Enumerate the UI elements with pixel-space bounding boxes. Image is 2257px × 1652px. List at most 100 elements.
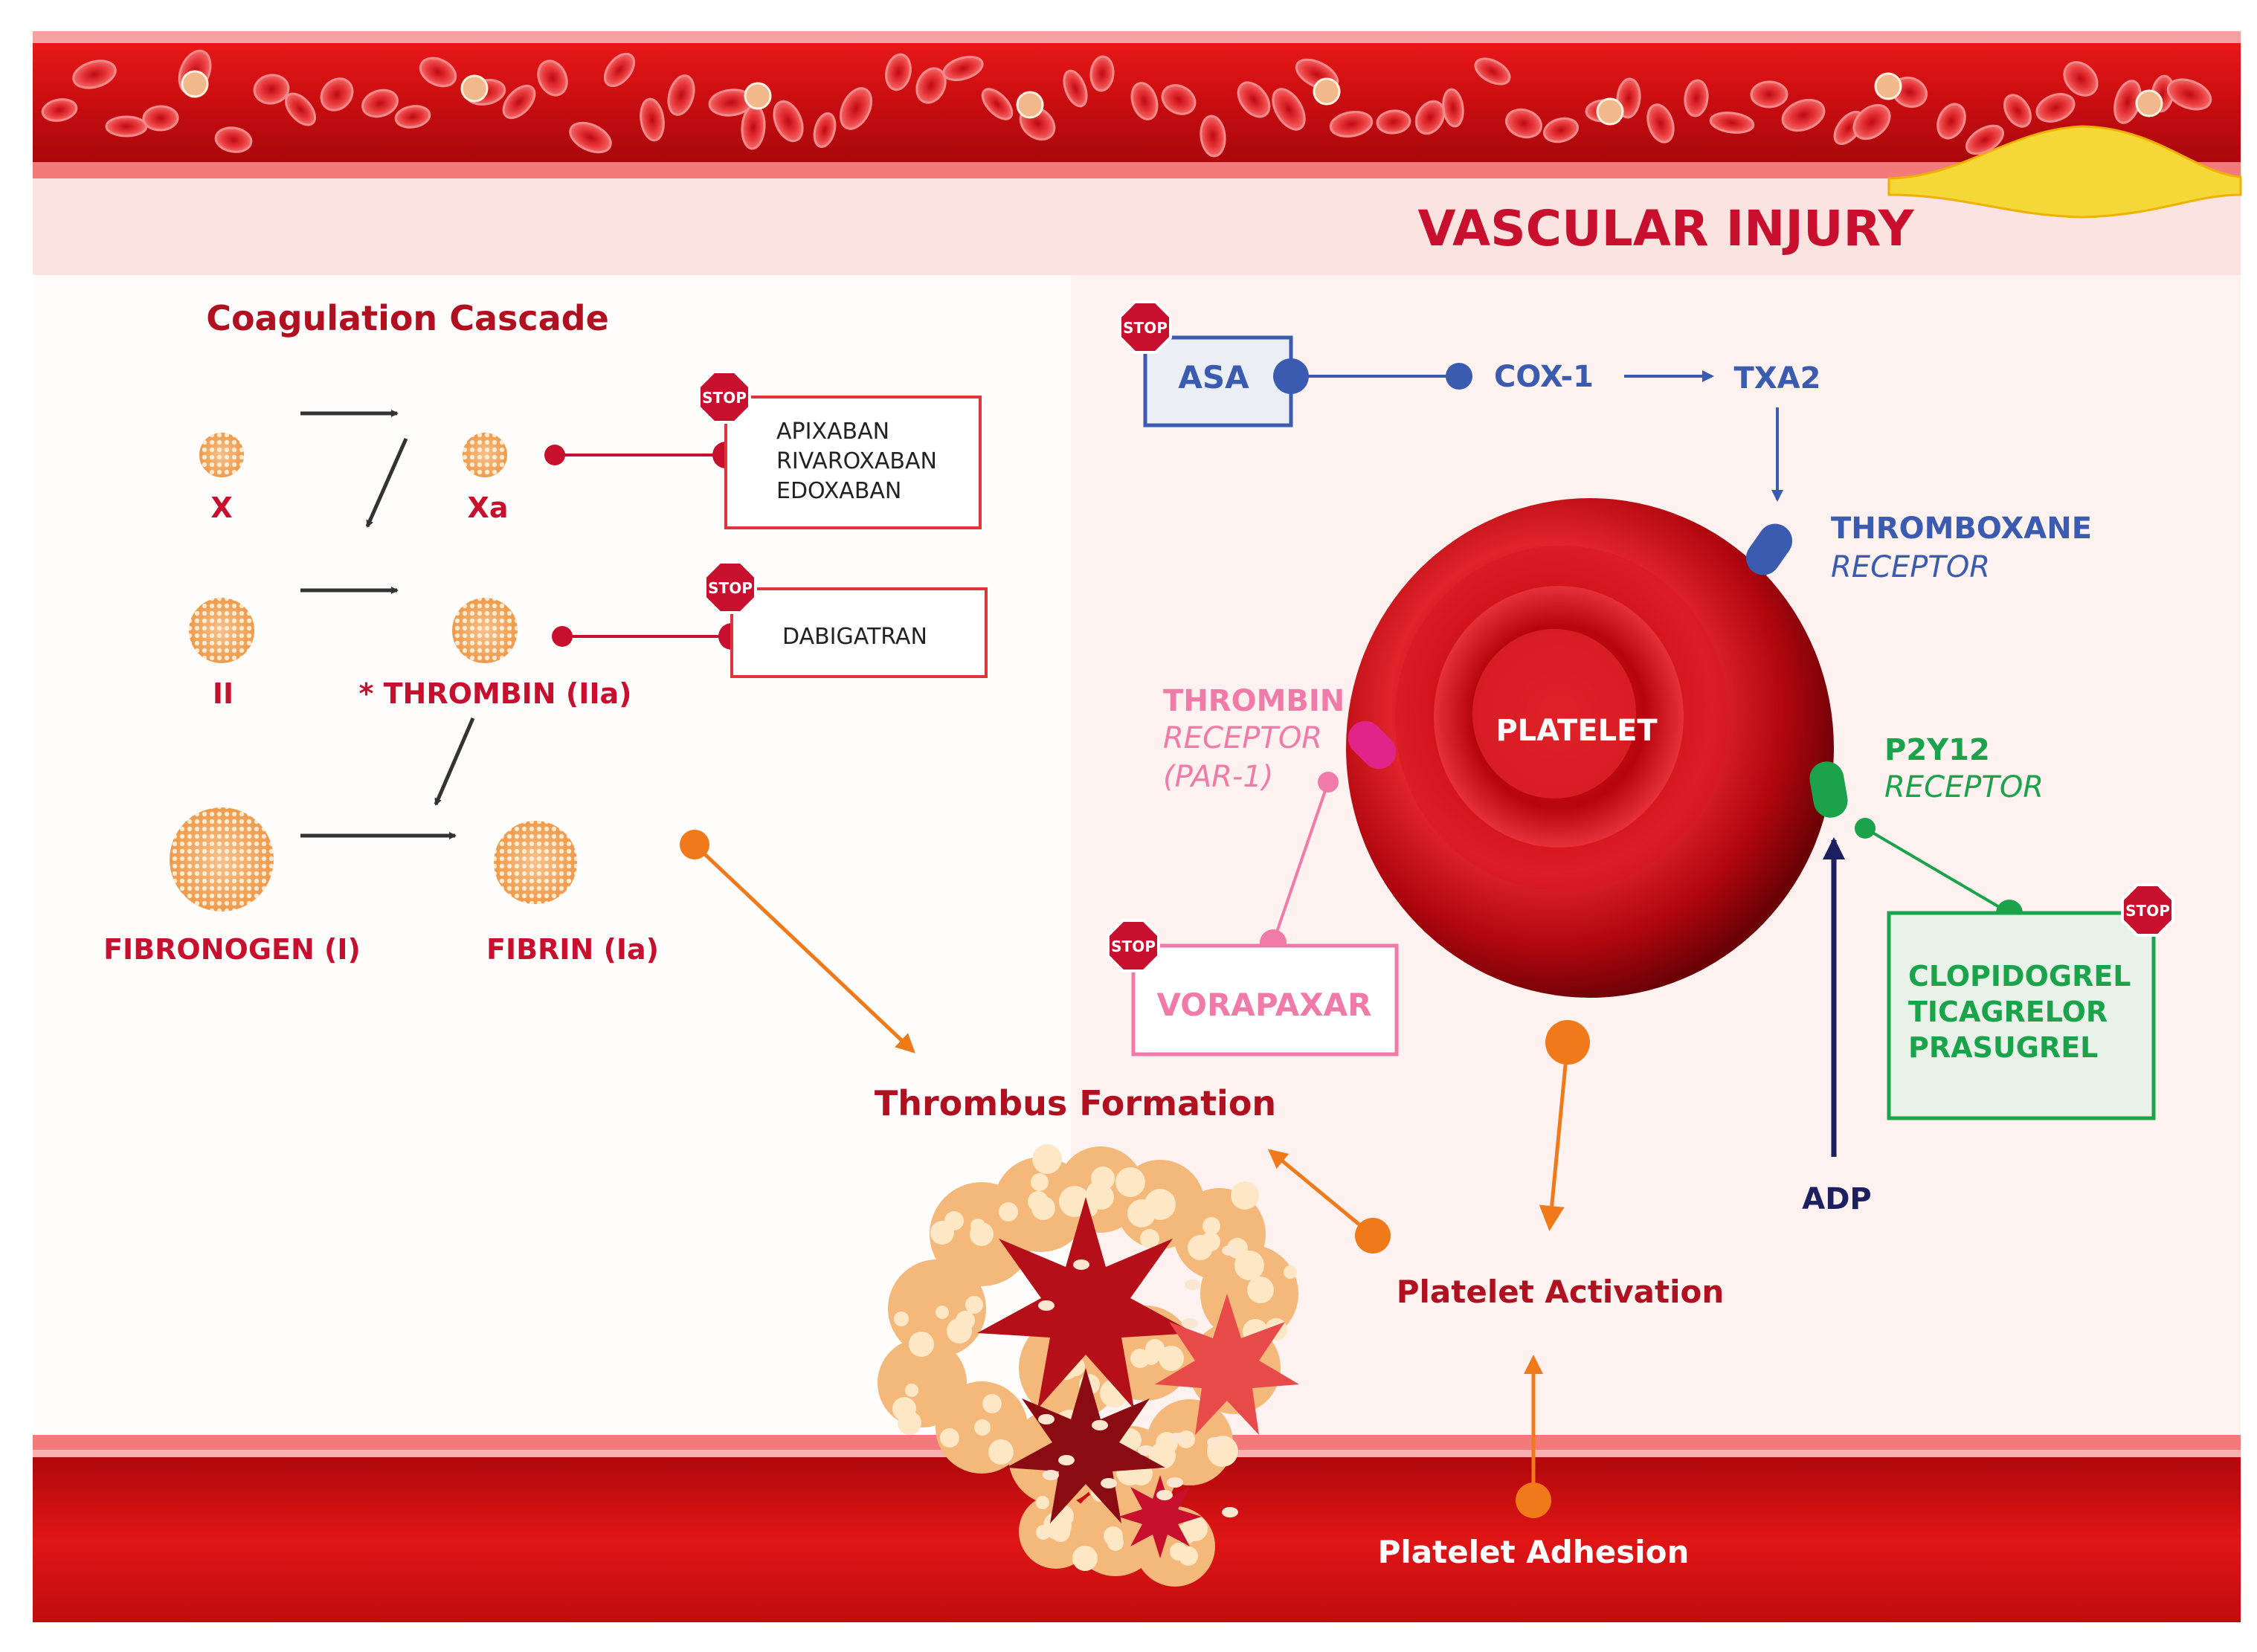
clot-granule	[1247, 1277, 1274, 1303]
red-blood-cell	[1200, 114, 1226, 158]
clot-granule	[1188, 1235, 1213, 1260]
thrombin-label: * THROMBIN (IIa)	[359, 677, 632, 710]
activated-platelet	[1118, 1475, 1202, 1558]
thrombin-inhibitor-box	[730, 587, 988, 678]
red-blood-cell	[981, 88, 1014, 120]
red-blood-cell	[603, 52, 636, 88]
clot-granule	[970, 1219, 985, 1233]
red-blood-cell	[1709, 112, 1755, 134]
red-blood-cell	[253, 74, 290, 105]
clot-granule	[1140, 1229, 1159, 1248]
red-blood-cell	[1936, 103, 1966, 140]
banner-title: VASCULAR INJURY	[1417, 200, 1914, 257]
p2y12-receptor-title: P2Y12	[1884, 733, 1990, 767]
clot-granule	[1031, 1196, 1055, 1220]
white-blood-cell	[1596, 97, 1624, 126]
white-blood-cell	[460, 74, 489, 103]
factor-xa-icon	[463, 433, 507, 477]
activated-platelet	[1006, 1368, 1165, 1523]
svg-text:STOP: STOP	[2125, 902, 2170, 920]
platelet-label: PLATELET	[1495, 714, 1658, 748]
adp-label: ADP	[1802, 1182, 1871, 1216]
factor-ii-icon	[189, 598, 254, 663]
xa-inhibitor-3: EDOXABAN	[776, 478, 901, 504]
red-blood-cell	[1505, 108, 1542, 139]
red-blood-cell	[569, 121, 612, 154]
red-blood-cell	[394, 105, 431, 129]
platelet-granule	[1038, 1414, 1055, 1424]
asa-box	[1143, 335, 1293, 427]
stop-icon: STOP	[1118, 300, 1172, 354]
clot-granule	[1051, 1523, 1070, 1542]
clot-granule	[1144, 1189, 1176, 1220]
red-blood-cell	[885, 53, 912, 91]
white-blood-cell	[1313, 77, 1341, 106]
red-blood-cell	[1965, 124, 2005, 155]
platelet-granule	[1185, 1280, 1201, 1290]
thrombin-receptor-title: THROMBIN	[1163, 684, 1345, 718]
thrombus-formation-label: Thrombus Formation	[875, 1083, 1276, 1123]
red-blood-cell	[1237, 81, 1271, 118]
red-blood-cell	[72, 59, 117, 89]
red-blood-cell	[361, 88, 399, 118]
red-blood-cell	[1684, 79, 1709, 117]
platelet-granule	[1222, 1245, 1238, 1256]
clot-granule	[1159, 1346, 1184, 1371]
platelet-granule	[1038, 1300, 1055, 1311]
clot-granule	[1031, 1173, 1049, 1191]
stop-icon: STOP	[1107, 919, 1160, 972]
top-vessel	[33, 31, 2242, 275]
stop-icon: STOP	[2121, 883, 2174, 937]
clot-granule	[1182, 1516, 1208, 1541]
red-blood-cell	[537, 59, 568, 97]
clot-granule	[999, 1202, 1018, 1222]
plaque-deposit	[1887, 125, 2242, 219]
red-blood-cell	[1474, 57, 1511, 85]
red-blood-cell	[1161, 84, 1197, 115]
red-blood-cell	[915, 67, 947, 104]
white-blood-cell	[2135, 89, 2163, 117]
clot-granule	[1036, 1525, 1051, 1540]
clot-granule	[982, 1394, 1002, 1413]
thrombin-icon	[452, 598, 518, 663]
platelet-granule	[1182, 1318, 1198, 1329]
red-blood-cell	[41, 98, 78, 122]
red-blood-cell	[640, 97, 665, 142]
factor-xa-label: Xa	[468, 491, 509, 524]
p2y12-receptor-subtitle: RECEPTOR	[1884, 770, 2044, 804]
adhesion-to-activation-arrow	[1516, 1355, 1551, 1518]
platelet-granule	[1073, 1259, 1089, 1270]
red-blood-cell	[1852, 103, 1891, 141]
p2y12-inhibitor-box	[1887, 911, 2156, 1120]
red-blood-cell	[1442, 88, 1464, 128]
clot-granule	[1072, 1546, 1098, 1571]
clot-granule	[1170, 1543, 1188, 1561]
clot-granule	[905, 1384, 918, 1397]
thrombin-inhibitor-label: DABIGATRAN	[782, 624, 927, 650]
platelet-granule	[1058, 1455, 1075, 1465]
vorapaxar-link	[1260, 772, 1339, 956]
thromboxane-receptor-title: THROMBOXANE	[1831, 512, 2092, 546]
factor-x-label: X	[210, 491, 232, 524]
p2y12-receptor-marker	[1809, 761, 1848, 818]
red-blood-cell	[1781, 98, 1826, 132]
platelet-granule	[1101, 1478, 1117, 1488]
red-blood-cell	[667, 74, 695, 116]
white-blood-cell	[1874, 72, 1902, 100]
red-blood-cell	[1646, 103, 1675, 143]
txa2-label: TXA2	[1734, 361, 1821, 396]
thrombin-receptor-marker	[1348, 720, 1397, 769]
p2y12-inhibitor-2: TICAGRELOR	[1908, 996, 2108, 1028]
red-blood-cells	[41, 49, 2212, 158]
clot-granule	[1032, 1144, 1062, 1174]
platelet-granule	[1156, 1490, 1173, 1500]
xa-inhibitor-1: APIXABAN	[776, 419, 889, 445]
white-blood-cell	[744, 82, 772, 110]
red-blood-cell	[1750, 80, 1788, 109]
cascade-title: Coagulation Cascade	[206, 298, 609, 338]
platelet-granule	[1043, 1470, 1059, 1480]
fibrinogen-icon	[170, 807, 274, 911]
clot-granule	[1202, 1217, 1220, 1235]
platelet-cell	[1346, 498, 1834, 998]
